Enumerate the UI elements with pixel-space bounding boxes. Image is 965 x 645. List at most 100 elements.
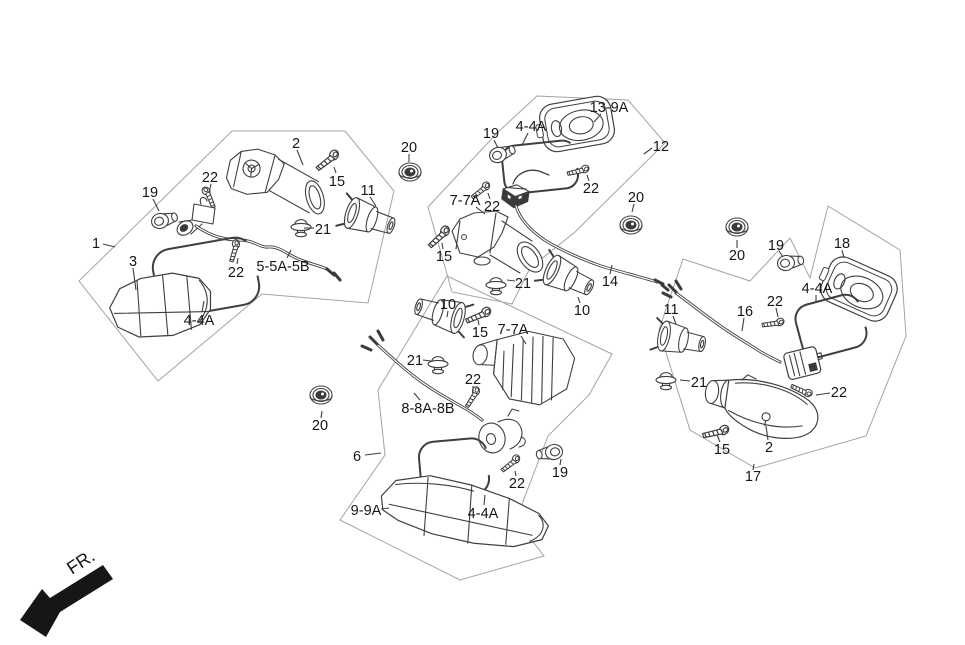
part-number: 9-9A bbox=[351, 503, 382, 519]
screw-22 bbox=[470, 181, 491, 200]
bulb-socket-19 bbox=[776, 254, 805, 272]
fr-direction-indicator: FR. bbox=[20, 546, 113, 637]
part-number: 18 bbox=[834, 236, 850, 252]
wire-8-8a-8b bbox=[360, 329, 484, 422]
part-label-4-4A: 4-4A bbox=[802, 281, 833, 303]
fr-arrow-icon bbox=[20, 565, 113, 637]
part-label-21: 21 bbox=[506, 276, 531, 292]
part-label-15: 15 bbox=[472, 319, 488, 341]
part-label-15: 15 bbox=[436, 242, 452, 265]
screw-15 bbox=[315, 149, 340, 172]
gasket-4-4a bbox=[794, 293, 868, 359]
part-number: 22 bbox=[583, 181, 599, 197]
part-label-9-9A: 9-9A bbox=[351, 503, 390, 519]
part-number: 19 bbox=[552, 465, 568, 481]
part-number: 10 bbox=[574, 303, 590, 319]
bulb-socket-19 bbox=[535, 443, 564, 461]
part-number: 15 bbox=[329, 174, 345, 190]
part-number: 22 bbox=[767, 294, 783, 310]
group-panel-6 bbox=[339, 275, 613, 581]
part-number: 20 bbox=[628, 190, 644, 206]
part-number: 8-8A-8B bbox=[401, 401, 454, 417]
part-label-11: 11 bbox=[360, 183, 377, 207]
grommet-21 bbox=[427, 356, 449, 375]
nut-20 bbox=[619, 215, 643, 235]
part-number: 14 bbox=[602, 274, 618, 290]
part-number: 13-9A bbox=[590, 100, 629, 116]
part-number: 12 bbox=[653, 139, 669, 155]
part-label-14: 14 bbox=[602, 264, 618, 290]
part-number: 3 bbox=[129, 254, 137, 270]
bulb-assy-11 bbox=[649, 317, 706, 353]
part-label-13-9A: 13-9A bbox=[590, 100, 629, 123]
part-label-12: 12 bbox=[643, 139, 669, 155]
part-label-19: 19 bbox=[483, 126, 499, 149]
part-label-20: 20 bbox=[729, 240, 745, 264]
part-number: 6 bbox=[353, 449, 361, 465]
part-number: 21 bbox=[315, 222, 331, 238]
part-number: 4-4A bbox=[184, 313, 215, 329]
bulb-assy-10 bbox=[414, 298, 475, 339]
housing-7-7a bbox=[451, 210, 544, 274]
winker-assy-2 bbox=[704, 374, 819, 439]
part-number: 19 bbox=[142, 185, 158, 201]
part-number: 11 bbox=[663, 302, 678, 318]
part-label-10: 10 bbox=[574, 296, 590, 319]
part-number: 11 bbox=[360, 183, 375, 199]
part-number: 16 bbox=[737, 304, 753, 320]
screw-22 bbox=[500, 454, 521, 473]
nut-20 bbox=[725, 217, 749, 237]
part-number: 15 bbox=[714, 442, 730, 458]
part-label-16: 16 bbox=[737, 304, 753, 332]
screw-15 bbox=[427, 225, 450, 249]
part-label-4-4A: 4-4A bbox=[468, 494, 499, 522]
lens-3 bbox=[109, 272, 212, 338]
part-number: 19 bbox=[483, 126, 499, 142]
part-label-22: 22 bbox=[202, 170, 218, 194]
nut-20 bbox=[398, 162, 422, 182]
part-label-22: 22 bbox=[583, 174, 599, 197]
group-panel-1 bbox=[78, 130, 395, 382]
part-label-2: 2 bbox=[765, 425, 773, 456]
gasket-4-4a bbox=[501, 139, 579, 195]
part-number: 2 bbox=[765, 440, 773, 456]
part-label-22: 22 bbox=[767, 294, 783, 318]
part-number: 21 bbox=[515, 276, 531, 292]
part-label-22: 22 bbox=[484, 192, 500, 215]
connector-16 bbox=[783, 346, 823, 380]
grommet-21 bbox=[290, 219, 312, 238]
grommet-21 bbox=[655, 372, 677, 391]
part-label-17: 17 bbox=[745, 463, 761, 485]
part-number: 22 bbox=[484, 199, 500, 215]
part-label-21: 21 bbox=[679, 375, 707, 391]
wire-socket-5 bbox=[176, 196, 216, 236]
part-label-19: 19 bbox=[142, 185, 160, 212]
bulb-socket-19 bbox=[489, 145, 516, 164]
part-number: 17 bbox=[745, 469, 761, 485]
screw-22 bbox=[464, 386, 481, 408]
part-label-18: 18 bbox=[834, 236, 850, 259]
winker-assy-2 bbox=[225, 148, 325, 215]
part-number: 15 bbox=[472, 325, 488, 341]
nut-20 bbox=[309, 385, 333, 405]
bulb-assy-10 bbox=[533, 248, 595, 296]
part-number: 4-4A bbox=[468, 506, 499, 522]
part-label-10: 10 bbox=[440, 297, 456, 318]
part-number: 20 bbox=[729, 248, 745, 264]
part-number: 21 bbox=[691, 375, 707, 391]
part-label-22: 22 bbox=[465, 372, 481, 392]
part-number: 15 bbox=[436, 249, 452, 265]
group-panel-12 bbox=[427, 95, 666, 305]
wire-16 bbox=[661, 279, 782, 364]
part-label-4-4A: 4-4A bbox=[184, 300, 215, 329]
part-number: 22 bbox=[465, 372, 481, 388]
grommet-21 bbox=[485, 277, 507, 296]
part-number: 4-4A bbox=[516, 119, 547, 135]
part-label-21: 21 bbox=[304, 222, 331, 238]
lamp-13-9a bbox=[535, 95, 616, 153]
part-label-8-8A-8B: 8-8A-8B bbox=[401, 392, 455, 417]
part-label-11: 11 bbox=[663, 302, 679, 325]
part-number: 22 bbox=[831, 385, 847, 401]
